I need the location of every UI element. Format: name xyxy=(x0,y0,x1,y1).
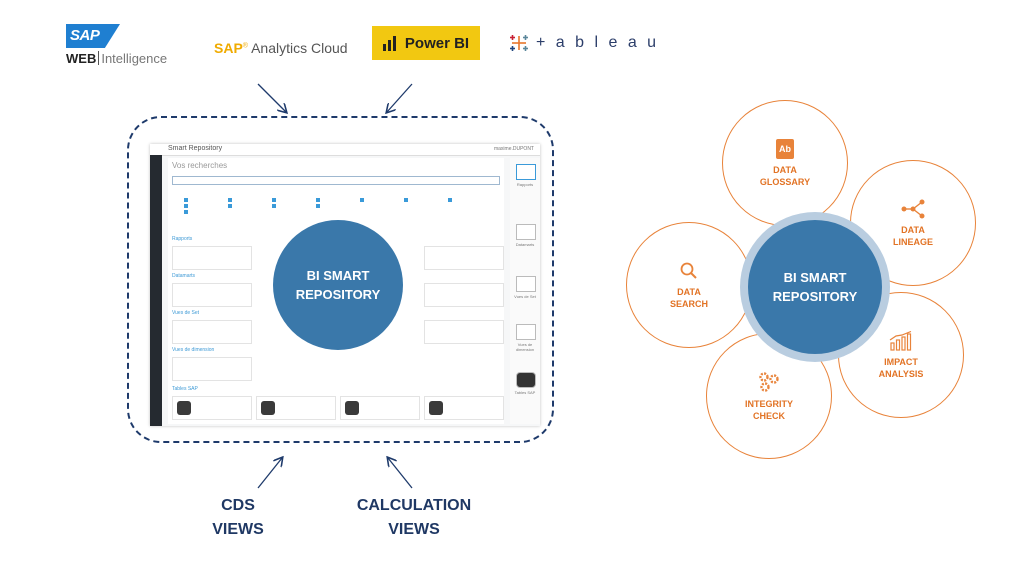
dashed-frame xyxy=(127,116,554,443)
section-tables-sap: Tables SAP xyxy=(172,386,198,392)
bar-chart-icon xyxy=(889,330,912,351)
app-topbar: Smart Repository maxime.DUPONT xyxy=(150,144,540,156)
hub-center-text: BI SMART REPOSITORY xyxy=(772,270,858,304)
petal-data-glossary-text: DATA GLOSSARY xyxy=(759,164,811,187)
petal-data-lineage-text: DATA LINEAGE xyxy=(892,224,933,247)
hub-center: BI SMART REPOSITORY xyxy=(748,220,882,354)
center-bubble-text: BI SMART REPOSITORY xyxy=(295,268,381,302)
glossary-icon: Ab xyxy=(776,138,794,159)
tableau-text: + a b l e a u xyxy=(536,34,660,51)
rail-datamarts: Datamarts xyxy=(515,242,535,247)
arrow-out-left xyxy=(257,458,282,489)
cds-views-label: CDS VIEWS xyxy=(212,497,264,538)
arrow-out-right xyxy=(388,458,413,489)
petal-data-search: DATA SEARCH xyxy=(626,222,752,348)
sap-webi-logo: SAP WEB Intelligence xyxy=(66,24,186,70)
center-bubble: BI SMART REPOSITORY xyxy=(273,220,403,350)
section-datamarts: Datamarts xyxy=(172,273,196,279)
petal-integrity-check-text: INTEGRITY CHECK xyxy=(744,398,793,421)
section-vues-set: Vues de Set xyxy=(172,310,200,316)
powerbi-logo: Power BI xyxy=(372,26,480,60)
section-rapports: Rapports xyxy=(172,236,193,242)
powerbi-text: Power BI xyxy=(404,34,470,52)
lineage-icon xyxy=(901,199,925,218)
sap-web-text: WEB xyxy=(66,51,97,66)
app-search xyxy=(172,176,500,185)
petal-impact-analysis-text: IMPACT ANALYSIS xyxy=(878,356,924,379)
sap-analytics-cloud-logo: SAP® Analytics Cloud xyxy=(214,40,348,56)
tableau-cross-icon xyxy=(510,35,528,51)
app-right-rail: Rapports Datamarts Vues de Set Vues de d… xyxy=(510,158,540,424)
petal-data-glossary: Ab DATA GLOSSARY xyxy=(722,100,848,226)
powerbi-icon xyxy=(382,35,399,51)
gears-icon xyxy=(759,371,779,392)
sap-intelligence-text: Intelligence xyxy=(101,51,168,66)
calculation-views-label: CALCULATION VIEWS xyxy=(356,497,472,538)
app-heading: Vos recherches xyxy=(172,161,228,170)
app-sidebar xyxy=(150,155,162,426)
search-icon xyxy=(680,262,697,279)
arrow-in-left xyxy=(257,83,286,112)
sap-badge: SAP xyxy=(66,24,120,48)
rail-vues-set: Vues de Set xyxy=(514,294,536,299)
rail-rapports: Rapports xyxy=(516,182,534,187)
app-title: Smart Repository xyxy=(168,145,223,152)
sac-brand: SAP xyxy=(214,40,243,56)
app-screenshot: Smart Repository maxime.DUPONT Vos reche… xyxy=(150,144,540,426)
arrow-in-right xyxy=(387,83,413,112)
tableau-logo: + a b l e a u xyxy=(508,32,659,54)
section-vues-dimension: Vues de dimension xyxy=(172,347,215,353)
rail-tables-sap: Tables SAP xyxy=(514,390,536,395)
app-user: maxime.DUPONT xyxy=(493,146,534,152)
sac-product: Analytics Cloud xyxy=(251,40,348,56)
petal-data-search-text: DATA SEARCH xyxy=(669,286,708,309)
rail-vues-dimension: Vues de dimension xyxy=(515,342,535,352)
